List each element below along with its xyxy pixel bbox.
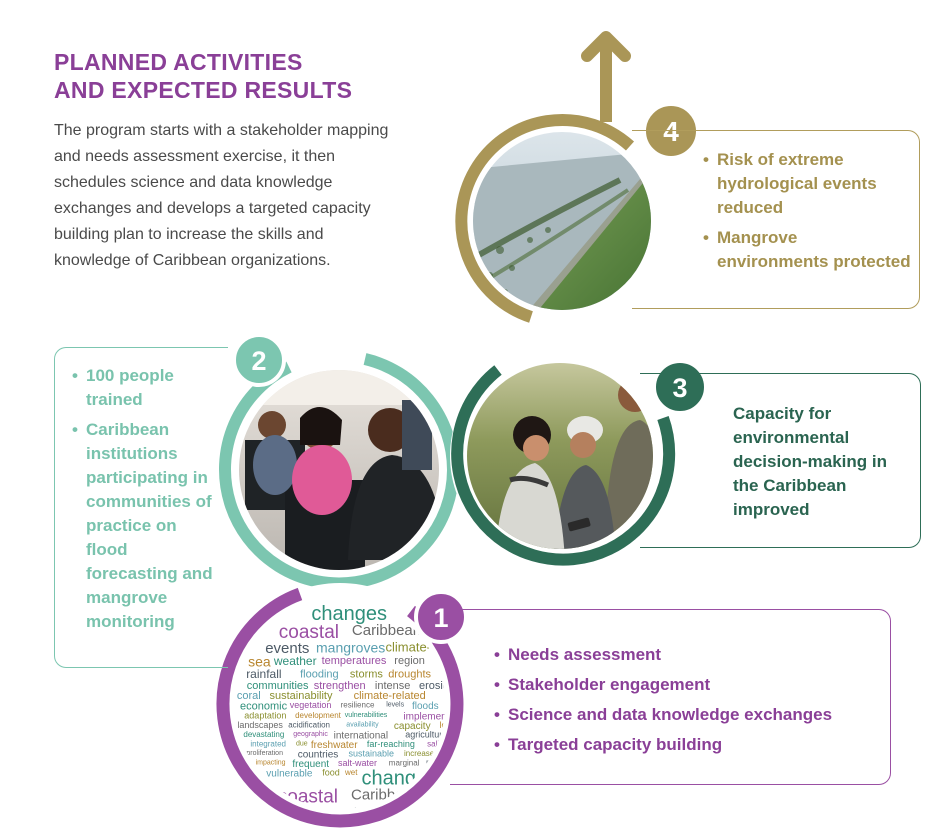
step-4-results: Risk of extreme hydrological events redu… (703, 148, 913, 280)
step-2-photo (239, 370, 439, 570)
step-3-ring (450, 346, 676, 566)
word-cloud-word: droughts (388, 668, 431, 680)
word-cloud-word: impacting (256, 760, 286, 767)
word-cloud-word: mangroves (316, 639, 385, 655)
word-cloud-word: events (265, 640, 309, 657)
word-cloud-word: devastating (243, 730, 284, 739)
word-cloud-word: development (295, 711, 342, 720)
word-cloud-word: vulnerabilities (345, 712, 388, 719)
word-cloud-word: proliferation (246, 750, 283, 757)
word-cloud-word: rainfall (246, 667, 281, 681)
word-cloud-word: integrated (250, 739, 286, 748)
word-cloud-word: implementation (403, 711, 471, 722)
word-cloud-word: far-reaching (367, 739, 415, 749)
title-line-2: AND EXPECTED RESULTS (54, 77, 353, 103)
word-cloud-word: acidification (288, 720, 330, 729)
word-cloud-word: sea (248, 654, 271, 670)
word-cloud-word: frequent (292, 759, 329, 770)
word-cloud-word: geographic (293, 731, 328, 738)
step-4-badge (642, 102, 700, 160)
word-cloud-word: adaptation (244, 711, 286, 721)
word-cloud-word: resilience (341, 700, 375, 709)
word-cloud-word: levels (386, 702, 404, 709)
intro-paragraph: The program starts with a stakeholder ma… (54, 122, 389, 269)
step-3-photo (467, 363, 653, 549)
word-cloud-word: landscapes (237, 720, 283, 730)
word-cloud-word: weather (273, 654, 317, 668)
word-cloud-word: capacity (394, 721, 431, 732)
step-1-badge (414, 590, 468, 644)
word-cloud-word: region (394, 655, 425, 667)
word-cloud-word: temperatures (322, 655, 387, 667)
step-2-results: 100 people trained Caribbean institution… (72, 364, 222, 640)
word-cloud-word: vulnerable (266, 768, 313, 779)
activity-item: Science and data knowledge exchanges (494, 703, 884, 727)
word-cloud-word: salt-water (338, 758, 377, 768)
word-cloud-word: sustainability (270, 690, 333, 702)
title-line-1: PLANNED ACTIVITIES (54, 49, 303, 75)
activity-item: Stakeholder engagement (494, 673, 884, 697)
word-cloud-word: storms (350, 668, 384, 680)
word-cloud-word: salinization (427, 739, 467, 748)
word-cloud-word: Caribbean (352, 622, 421, 639)
activity-item: Targeted capacity building (494, 733, 884, 757)
word-cloud-word: flooding (300, 668, 339, 680)
word-cloud-word: floods (412, 701, 439, 712)
word-cloud-word: economic (240, 701, 288, 713)
word-cloud-word: vegetation (290, 700, 332, 710)
word-cloud-word: loss (440, 720, 457, 730)
word-cloud-word: wet (344, 768, 358, 777)
word-cloud-word: coral (237, 690, 261, 702)
step-1-number: 1 (433, 603, 448, 633)
word-cloud-word: increased (404, 749, 439, 758)
step-4-number: 4 (663, 116, 679, 147)
word-cloud-word: international (334, 730, 388, 741)
step-2-badge (232, 333, 286, 387)
step-3-result: Capacity for environmental decision-maki… (733, 404, 887, 519)
word-cloud-word: availability (346, 722, 379, 729)
word-cloud-word: due (296, 741, 308, 748)
word-cloud-word: intense (375, 680, 410, 692)
step-1-activities: Needs assessment Stakeholder engagement … (494, 643, 884, 763)
step-3-badge (652, 359, 708, 415)
page-title: PLANNED ACTIVITIES AND EXPECTED RESULTS (54, 48, 352, 104)
result-item: 100 people trained (72, 364, 222, 412)
word-cloud-word: communities (247, 680, 309, 692)
word-cloud-word: coastal (279, 622, 339, 643)
word-cloud-word: agricultural (405, 730, 449, 740)
result-item: Mangrove environments protected (703, 226, 913, 274)
step-4-ring (455, 31, 667, 326)
word-cloud-word: freshwater (311, 740, 358, 751)
step-1-box (450, 609, 891, 785)
result-item: Risk of extreme hydrological events redu… (703, 148, 913, 220)
word-cloud-word: climate-related (354, 690, 426, 702)
word-cloud-word: strengthen (314, 680, 366, 692)
word-cloud-word: events (321, 804, 365, 821)
activity-item: Needs assessment (494, 643, 884, 667)
word-cloud-word: food (322, 768, 340, 778)
word-cloud-word: marginal (389, 758, 420, 767)
step-1-ring (216, 583, 464, 828)
word-cloud-word: countries (298, 749, 339, 760)
step-3-box (640, 373, 921, 548)
result-item: Caribbean institutions participating in … (72, 418, 222, 634)
step-4-box (632, 130, 920, 309)
word-cloud-word: sustainable (349, 749, 395, 759)
word-cloud-word: erosion (419, 680, 455, 692)
step-2-box (54, 347, 228, 668)
step-2-number: 2 (251, 346, 266, 376)
step-3-number: 3 (672, 373, 687, 403)
word-cloud-word: changes (311, 603, 387, 625)
